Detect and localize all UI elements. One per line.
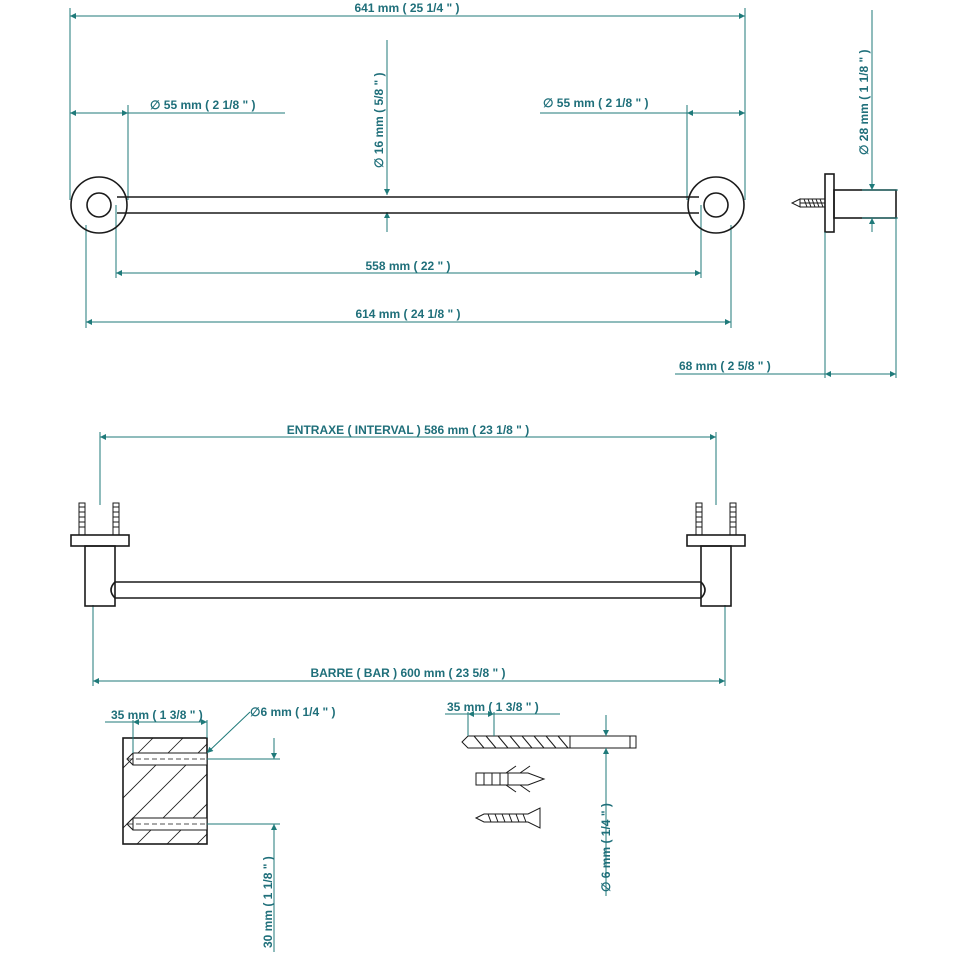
right-rosette [687,176,745,234]
wall-section: 35 mm ( 1 3/8 " ) ∅6 mm ( 1/4 " ) 30 mm … [105,705,336,952]
overall-width-label: 641 mm ( 25 1/4 " ) [354,1,459,15]
hole-dia-label: ∅6 mm ( 1/4 " ) [250,705,336,719]
side-view: ∅ 28 mm ( 1 1/8 " ) 68 mm ( 2 5/8 " ) [675,10,898,378]
drill-dia-label: ∅ 6 mm ( 1/4 " ) [599,803,613,892]
left-rosette [70,176,128,234]
rosette-dia-left-label: ∅ 55 mm ( 2 1/8 " ) [150,98,256,112]
bar-dia-label: ∅ 16 mm ( 5/8 " ) [372,72,386,168]
screw [474,807,541,829]
bar-length-label: BARRE ( BAR ) 600 mm ( 23 5/8 " ) [310,666,505,680]
drill-depth-label: 35 mm ( 1 3/8 " ) [447,700,539,714]
hardware: 35 mm ( 1 3/8 " ) ∅ 6 mm ( 1/4 " ) [445,700,637,896]
hole-spacing-label: 30 mm ( 1 1/8 " ) [261,856,275,948]
inner-length-label: 558 mm ( 22 " ) [365,259,450,273]
interval-label: ENTRAXE ( INTERVAL ) 586 mm ( 23 1/8 " ) [287,423,529,437]
bracket-span-label: 614 mm ( 24 1/8 " ) [355,307,460,321]
projection-label: 68 mm ( 2 5/8 " ) [679,359,771,373]
rosette-dia-right-label: ∅ 55 mm ( 2 1/8 " ) [543,96,649,110]
wall-plug [475,765,546,793]
drill-bit [461,735,637,749]
front-view: 641 mm ( 25 1/4 " ) ∅ 55 mm ( 2 1/8 " ) … [69,1,746,328]
top-view: ENTRAXE ( INTERVAL ) 586 mm ( 23 1/8 " )… [70,423,746,686]
side-dia-label: ∅ 28 mm ( 1 1/8 " ) [857,49,871,155]
hole-depth-label: 35 mm ( 1 3/8 " ) [111,708,203,722]
